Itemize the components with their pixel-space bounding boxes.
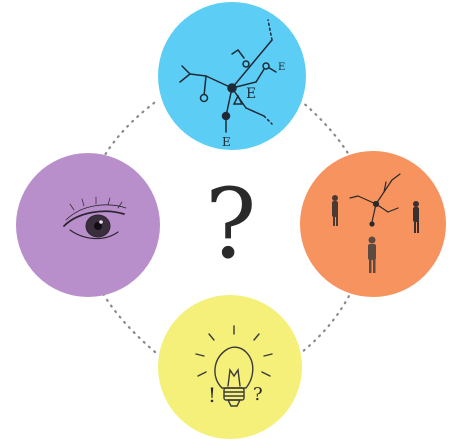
- svg-text:E: E: [246, 86, 256, 102]
- svg-text:E: E: [222, 135, 231, 149]
- exclamation-mark: !: [208, 383, 216, 407]
- node-left: [16, 153, 160, 297]
- person-figure-right: [413, 201, 419, 233]
- node-top-circle: [158, 2, 306, 150]
- connector-left-top: [100, 98, 160, 162]
- light-bulb-icon: [195, 325, 273, 407]
- node-top: E E E: [158, 2, 306, 150]
- person-figure-left: [332, 195, 338, 226]
- person-figure-bottom: [368, 236, 376, 273]
- connector-top-right: [298, 98, 354, 162]
- connector-right-bottom: [300, 288, 354, 354]
- svg-text:E: E: [278, 62, 285, 73]
- node-right: [300, 151, 446, 297]
- question-mark-small: ?: [253, 384, 263, 405]
- connector-bottom-left: [100, 290, 157, 354]
- connectors: [100, 98, 354, 354]
- eye-icon: [63, 196, 127, 240]
- branching-tree-icon: E E E: [179, 19, 285, 149]
- node-bottom: ! ?: [158, 295, 302, 439]
- people-around-tree-icon: [349, 173, 401, 227]
- center-question-mark: ?: [205, 168, 257, 280]
